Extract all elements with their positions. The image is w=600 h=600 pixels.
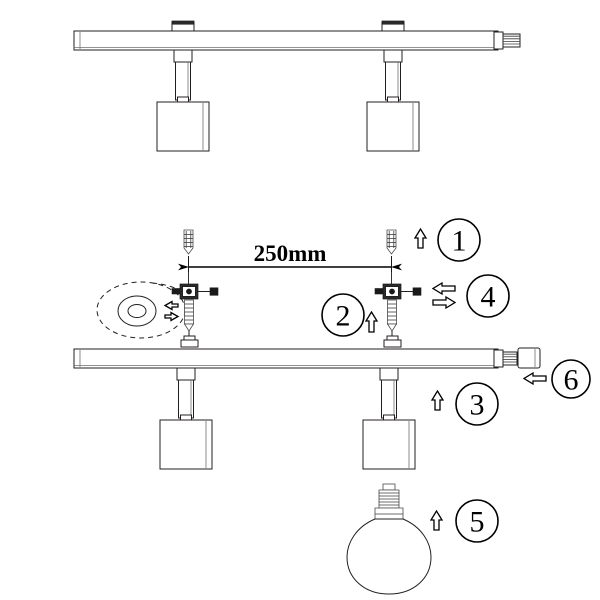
step-badge-5[interactable]: 5	[455, 499, 499, 543]
mounting-bracket-right	[374, 272, 422, 300]
step-arrow-6	[522, 371, 547, 386]
step-arrow-4	[431, 281, 457, 310]
wire-connector-bottom	[493, 349, 518, 368]
lamp-head-top-left	[156, 49, 210, 152]
step-number-5: 5	[470, 506, 485, 539]
step-number-4: 4	[481, 281, 496, 314]
dimension-label: 250mm	[254, 241, 327, 266]
mounting-screw-left	[183, 299, 195, 344]
step-arrow-2	[364, 310, 379, 333]
rotation-arrow-upper	[163, 300, 179, 311]
lamp-head-bottom-left	[159, 367, 213, 470]
step-badge-6[interactable]: 6	[551, 359, 591, 399]
bar-saddle-left	[180, 335, 199, 348]
globe-bulb	[346, 483, 432, 595]
step-number-1: 1	[452, 225, 467, 258]
step-badge-3[interactable]: 3	[455, 382, 499, 426]
mounting-bracket-left	[171, 272, 219, 300]
step-number-3: 3	[470, 389, 485, 422]
step-arrow-5	[429, 509, 444, 531]
step-badge-4[interactable]: 4	[466, 274, 510, 318]
bar-saddle-right	[383, 335, 402, 348]
lamp-head-bottom-right	[362, 367, 416, 470]
end-cap	[517, 347, 541, 369]
track-bar-top	[73, 30, 499, 51]
step-number-6: 6	[564, 364, 579, 397]
wall-anchor-left	[183, 229, 194, 255]
track-bar-bottom	[73, 348, 499, 369]
step-number-2: 2	[336, 300, 351, 333]
step-arrow-3	[430, 389, 445, 411]
assembled-fixture-group	[73, 20, 521, 152]
lamp-head-top-right	[366, 49, 420, 152]
step-badge-1[interactable]: 1	[437, 218, 481, 262]
rotation-arrow-lower	[164, 311, 180, 322]
step-badge-2[interactable]: 2	[321, 293, 365, 337]
wall-anchor-right	[386, 229, 397, 255]
dimension-250mm: 250mm	[178, 241, 402, 290]
mounting-screw-right	[386, 299, 398, 344]
screw-tighten-callout	[96, 281, 186, 339]
step-arrow-1	[413, 227, 428, 249]
wire-connector-top	[493, 31, 521, 50]
